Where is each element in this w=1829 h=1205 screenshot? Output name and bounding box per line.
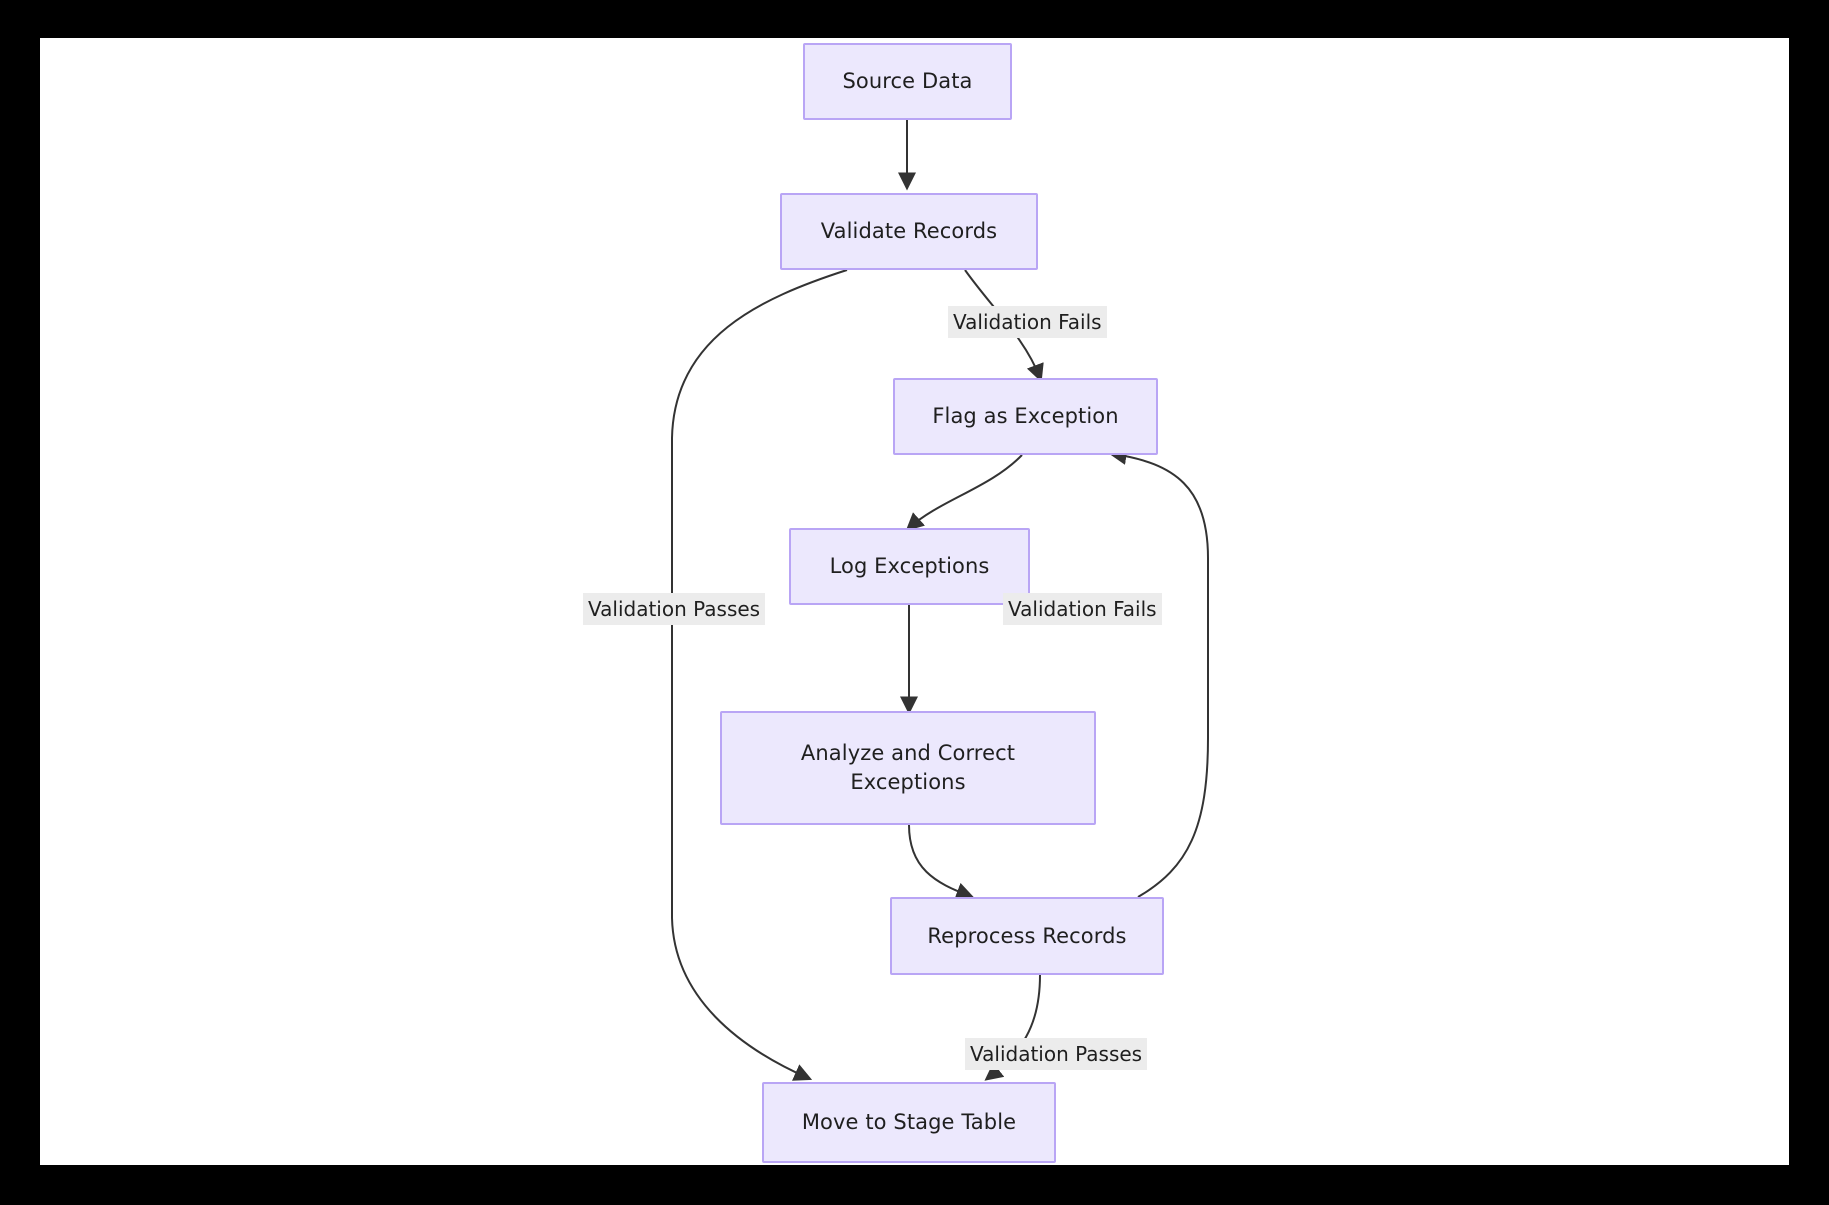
node-validate-records-label: Validate Records xyxy=(820,219,998,243)
edge-analyze-to-reprocess xyxy=(908,824,975,900)
node-log-exceptions-label: Log Exceptions xyxy=(829,554,990,578)
node-reprocess-records[interactable]: Reprocess Records xyxy=(890,897,1164,975)
edge-label-validation-fails-right: Validation Fails xyxy=(1003,593,1162,625)
node-flag-as-exception-label: Flag as Exception xyxy=(932,404,1119,428)
node-analyze-and-correct-exceptions-label: Analyze and Correct Exceptions xyxy=(800,741,1016,794)
node-move-to-stage-table[interactable]: Move to Stage Table xyxy=(762,1082,1056,1163)
diagram-canvas: Source Data Validate Records Flag as Exc… xyxy=(40,38,1789,1165)
edge-reprocess-to-flag xyxy=(1108,447,1209,898)
node-analyze-and-correct-exceptions[interactable]: Analyze and Correct Exceptions xyxy=(720,711,1096,825)
edge-flag-to-log xyxy=(905,454,1023,532)
edge-validate-to-stage xyxy=(671,269,848,1081)
edge-layer xyxy=(671,120,1209,1081)
edge-label-validation-fails-top: Validation Fails xyxy=(948,306,1107,338)
node-flag-as-exception[interactable]: Flag as Exception xyxy=(893,378,1158,455)
node-source-data-label: Source Data xyxy=(842,69,973,93)
node-validate-records[interactable]: Validate Records xyxy=(780,193,1038,270)
node-reprocess-records-label: Reprocess Records xyxy=(927,923,1127,948)
edge-label-validation-passes-bottom: Validation Passes xyxy=(965,1038,1148,1070)
node-source-data[interactable]: Source Data xyxy=(803,43,1012,120)
node-move-to-stage-table-label: Move to Stage Table xyxy=(801,1110,1017,1134)
edge-label-validation-passes-left: Validation Passes xyxy=(583,593,766,625)
node-log-exceptions[interactable]: Log Exceptions xyxy=(789,528,1030,605)
